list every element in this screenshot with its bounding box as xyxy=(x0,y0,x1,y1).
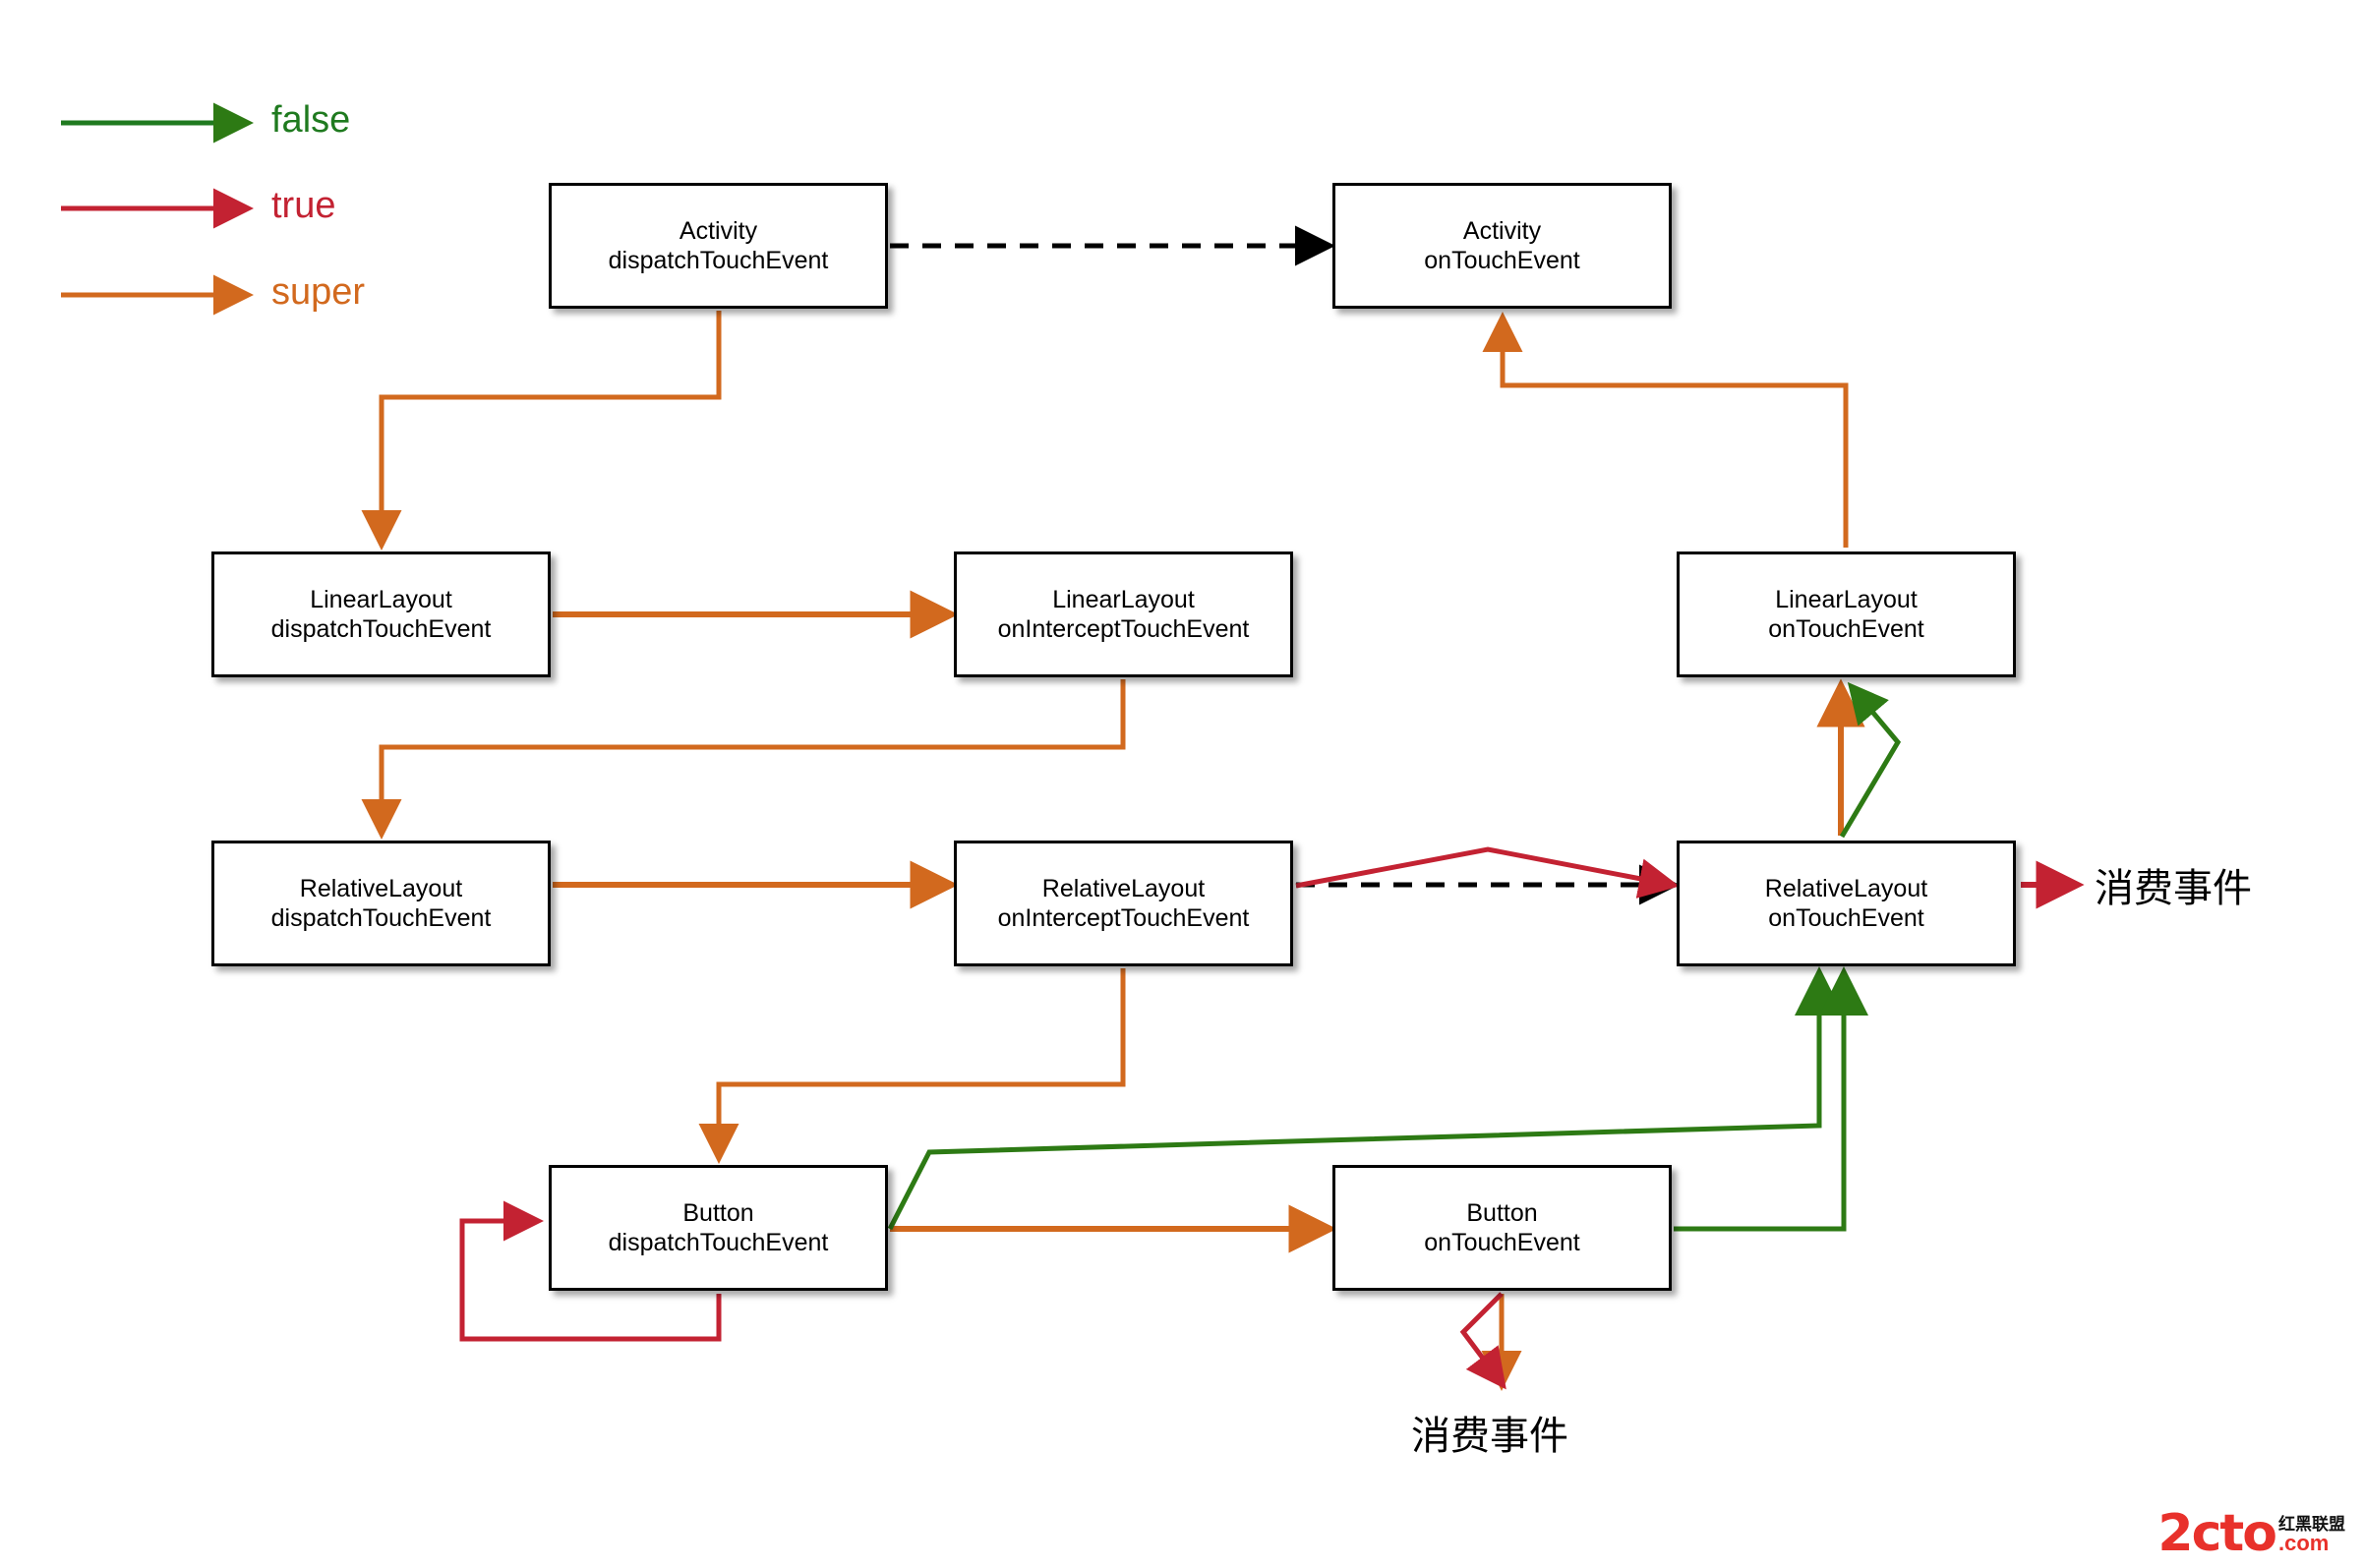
legend-label-false: false xyxy=(271,99,351,141)
node-line-2: onTouchEvent xyxy=(1768,904,1924,932)
node-activity-on-touch-event[interactable]: Activity onTouchEvent xyxy=(1332,183,1672,309)
node-line-2: onTouchEvent xyxy=(1768,615,1924,643)
node-line-1: RelativeLayout xyxy=(299,874,463,902)
legend-label-true: true xyxy=(271,185,336,226)
node-relativelayout-on-intercept-touch-event[interactable]: RelativeLayout onInterceptTouchEvent xyxy=(954,841,1293,966)
node-line-2: dispatchTouchEvent xyxy=(270,904,492,932)
edge-linear-ontouch-to-activity-ontouch xyxy=(1482,311,1849,548)
watermark-cn-text: 红黑联盟 xyxy=(2278,1515,2345,1534)
node-line-2: onInterceptTouchEvent xyxy=(997,904,1250,932)
node-button-dispatch-touch-event[interactable]: Button dispatchTouchEvent xyxy=(549,1165,888,1291)
node-activity-dispatch-touch-event[interactable]: Activity dispatchTouchEvent xyxy=(549,183,888,309)
node-linearlayout-on-intercept-touch-event[interactable]: LinearLayout onInterceptTouchEvent xyxy=(954,552,1293,677)
node-line-1: LinearLayout xyxy=(310,585,452,613)
node-line-1: Button xyxy=(1466,1198,1538,1227)
edge-button-ontouch-to-consume-bottom-true xyxy=(1459,1292,1506,1390)
node-line-1: Activity xyxy=(679,216,758,245)
node-relativelayout-dispatch-touch-event[interactable]: RelativeLayout dispatchTouchEvent xyxy=(211,841,551,966)
edge-relative-intercept-to-button-dispatch xyxy=(698,968,1126,1165)
node-line-2: dispatchTouchEvent xyxy=(270,615,492,643)
node-line-2: dispatchTouchEvent xyxy=(608,1229,829,1256)
edge-activity-dispatch-to-linear-dispatch xyxy=(361,311,722,552)
watermark: 2cto 红黑联盟 .com xyxy=(2157,1503,2345,1563)
node-line-1: RelativeLayout xyxy=(1764,874,1928,902)
node-line-1: LinearLayout xyxy=(1052,585,1195,613)
watermark-sub: 红黑联盟 .com xyxy=(2278,1516,2345,1558)
watermark-domain-text: .com xyxy=(2278,1531,2330,1555)
edge-button-dispatch-self-loop-true xyxy=(459,1200,722,1342)
node-linearlayout-dispatch-touch-event[interactable]: LinearLayout dispatchTouchEvent xyxy=(211,552,551,677)
edge-relative-intercept-to-relative-ontouch-true xyxy=(1295,846,1680,899)
node-button-on-touch-event[interactable]: Button onTouchEvent xyxy=(1332,1165,1672,1291)
edge-linear-intercept-to-relative-dispatch xyxy=(361,679,1126,841)
node-line-1: RelativeLayout xyxy=(1041,874,1206,902)
node-line-2: onInterceptTouchEvent xyxy=(997,615,1250,643)
annotation-consume-event-bottom: 消费事件 xyxy=(1411,1415,1568,1458)
node-line-1: Activity xyxy=(1462,216,1542,245)
edge-button-ontouch-to-relative-ontouch-false xyxy=(1674,965,1868,1232)
node-line-2: dispatchTouchEvent xyxy=(608,247,829,274)
node-line-1: Button xyxy=(682,1198,754,1227)
node-line-1: LinearLayout xyxy=(1775,585,1918,613)
node-line-2: onTouchEvent xyxy=(1424,1229,1580,1256)
edge-button-dispatch-to-relative-ontouch-false xyxy=(887,965,1844,1231)
node-linearlayout-on-touch-event[interactable]: LinearLayout onTouchEvent xyxy=(1677,552,2016,677)
watermark-logo-text: 2cto xyxy=(2157,1503,2277,1563)
node-relativelayout-on-touch-event[interactable]: RelativeLayout onTouchEvent xyxy=(1677,841,2016,966)
legend-label-super: super xyxy=(271,271,366,313)
annotation-consume-event-right: 消费事件 xyxy=(2095,867,2252,910)
edge-relative-ontouch-to-linear-ontouch-false xyxy=(1839,681,1902,839)
node-line-2: onTouchEvent xyxy=(1424,247,1580,274)
